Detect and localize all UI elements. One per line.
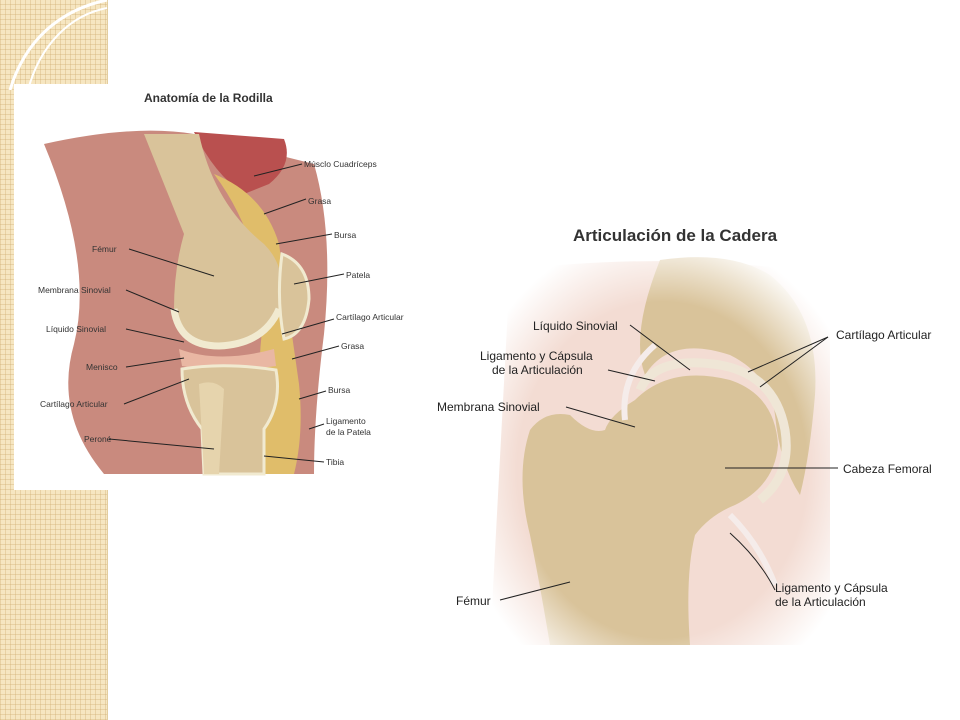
label-perone: Peroné [84, 434, 112, 444]
label-tibia: Tibia [326, 457, 344, 467]
label-ligamento-line2: de la Patela [326, 427, 371, 437]
label-liquido-sinovial-knee: Líquido Sinovial [46, 324, 106, 334]
hip-diagram: Articulación de la Cadera Líquido Sinovi… [430, 215, 960, 660]
label-femur-knee: Fémur [92, 244, 117, 254]
label-femur-hip: Fémur [456, 594, 491, 608]
label-musculo-cuadriceps: Músclo Cuadríceps [304, 159, 377, 169]
fat-pad [214, 174, 301, 474]
label-bursa-top: Bursa [334, 230, 356, 240]
label-cabeza-femoral: Cabeza Femoral [843, 462, 932, 476]
label-membrana-sinovial-knee: Membrana Sinovial [38, 285, 111, 295]
label-ligamento-top-line1: Ligamento y Cápsula [480, 349, 593, 363]
meniscus [179, 349, 276, 370]
label-cartilago-articular-hip: Cartílago Articular [836, 328, 931, 342]
knee-leader-lines [108, 163, 345, 463]
femur-cartilage [170, 307, 283, 350]
label-ligamento-bottom-line2: de la Articulación [775, 595, 866, 609]
knee-diagram: Anatomía de la Rodilla [14, 84, 432, 490]
label-cartilago-articular-left: Cartílago Articular [40, 399, 108, 409]
label-ligamento-line1: Ligamento [326, 416, 366, 426]
label-membrana-sinovial-hip: Membrana Sinovial [437, 400, 540, 414]
femur-bone [144, 134, 282, 346]
hip-vignette [490, 250, 835, 650]
quadriceps-muscle [194, 132, 287, 194]
hip-leader-lines [499, 324, 838, 601]
label-ligamento-top-line2: de la Articulación [492, 363, 583, 377]
fibula-bone [199, 382, 224, 474]
label-bursa-bottom: Bursa [328, 385, 350, 395]
label-ligamento-bottom-line1: Ligamento y Cápsula [775, 581, 888, 595]
label-grasa-top: Grasa [308, 196, 331, 206]
label-cartilago-articular-right: Cartílago Articular [336, 312, 404, 322]
label-grasa-mid: Grasa [341, 341, 364, 351]
label-menisco: Menisco [86, 362, 118, 372]
hip-title: Articulación de la Cadera [573, 226, 778, 245]
patella-bone [277, 251, 311, 341]
label-liquido-sinovial-hip: Líquido Sinovial [533, 319, 618, 333]
knee-title: Anatomía de la Rodilla [144, 91, 273, 105]
decorative-corner-arcs [8, 0, 108, 90]
label-patela: Patela [346, 270, 370, 280]
